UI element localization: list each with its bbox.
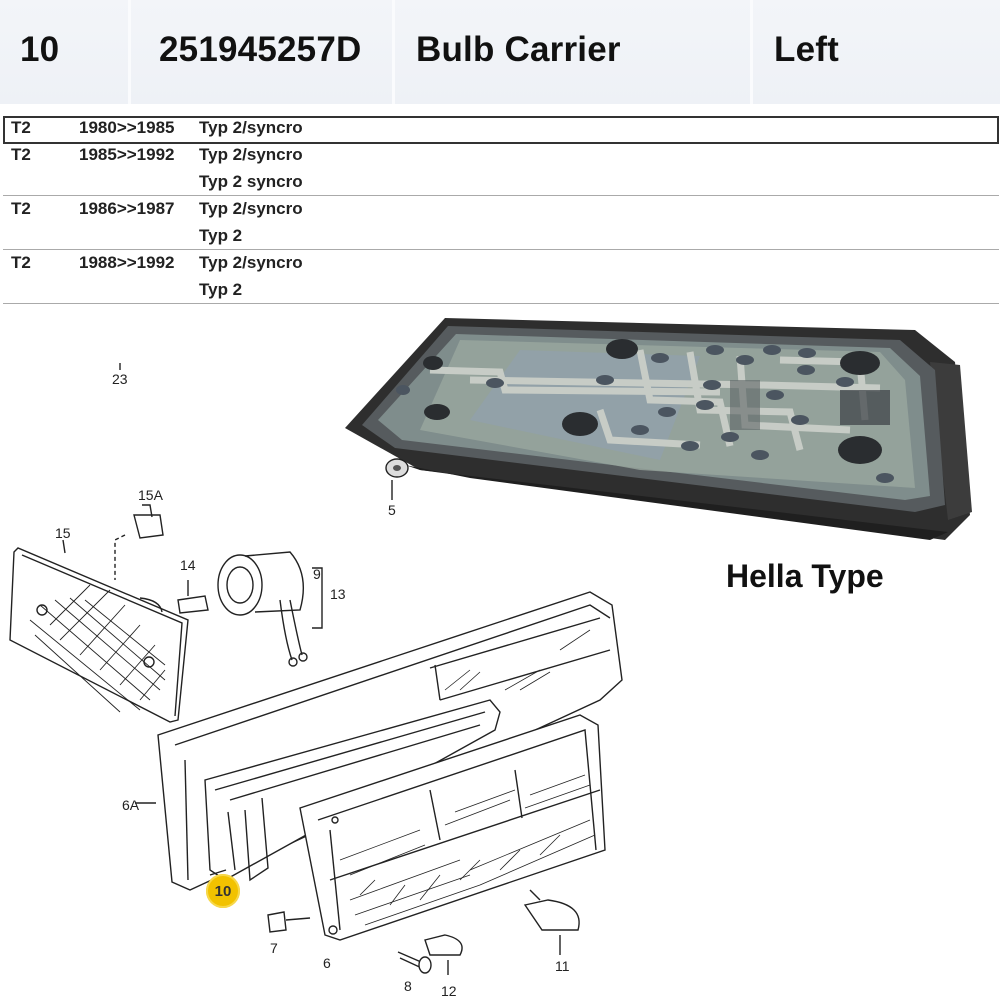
callout-10: 10 — [214, 883, 232, 900]
model-cell: T2 — [11, 253, 31, 272]
header-separator — [128, 0, 131, 104]
callout-11: 11 — [555, 958, 570, 974]
callout-6A: 6A — [122, 797, 140, 813]
row-divider — [3, 249, 999, 250]
callout-7: 7 — [270, 940, 278, 956]
application-row[interactable]: T2 1985>>1992 Typ 2/syncro Typ 2 syncro — [3, 142, 999, 196]
type-cell: Typ 2 syncro — [199, 172, 303, 191]
years-cell: 1988>>1992 — [79, 253, 175, 272]
type-cell: Typ 2 — [199, 226, 243, 245]
model-cell: T2 — [11, 199, 31, 218]
application-row[interactable]: T2 1988>>1992 Typ 2/syncro Typ 2 — [3, 250, 999, 304]
type-cell: Typ 2 — [199, 280, 243, 299]
callout-12: 12 — [441, 983, 457, 999]
row-divider — [3, 303, 999, 304]
part-number[interactable]: 251945257D — [159, 30, 362, 69]
model-cell: T2 — [11, 118, 31, 137]
row-divider — [3, 195, 999, 196]
application-row[interactable]: T2 1986>>1987 Typ 2/syncro Typ 2 — [3, 196, 999, 250]
callout-8: 8 — [404, 978, 412, 994]
bulb-carrier-photo — [345, 318, 972, 540]
photo-caption: Hella Type — [726, 558, 884, 594]
callout-14: 14 — [180, 557, 196, 573]
callout-15: 15 — [55, 525, 71, 541]
callout-5: 5 — [388, 502, 396, 518]
type-cell: Typ 2/syncro — [199, 199, 303, 218]
part-header: 10 251945257D Bulb Carrier Left — [0, 0, 1000, 104]
type-cell: Typ 2/syncro — [199, 118, 303, 137]
part-side: Left — [774, 30, 839, 69]
type-cell: Typ 2/syncro — [199, 253, 303, 272]
type-cell: Typ 2/syncro — [199, 145, 303, 164]
position-number: 10 — [20, 30, 60, 69]
exploded-diagram — [9, 363, 623, 975]
years-cell: 1980>>1985 — [79, 118, 175, 137]
part-description: Bulb Carrier — [416, 30, 621, 69]
model-cell: T2 — [11, 145, 31, 164]
years-cell: 1986>>1987 — [79, 199, 175, 218]
years-cell: 1985>>1992 — [79, 145, 175, 164]
callout-15A: 15A — [138, 487, 163, 503]
header-separator — [392, 0, 395, 104]
application-row[interactable]: T2 1980>>1985 Typ 2/syncro — [3, 115, 999, 144]
callout-23: 23 — [112, 371, 128, 387]
header-separator — [750, 0, 753, 104]
selection-frame — [3, 116, 999, 144]
grommet-part — [385, 458, 409, 478]
callout-13: 13 — [330, 586, 346, 602]
callout-9: 9 — [313, 566, 321, 582]
callout-6: 6 — [323, 955, 331, 971]
highlighted-part-callout[interactable]: 10 — [206, 874, 240, 908]
